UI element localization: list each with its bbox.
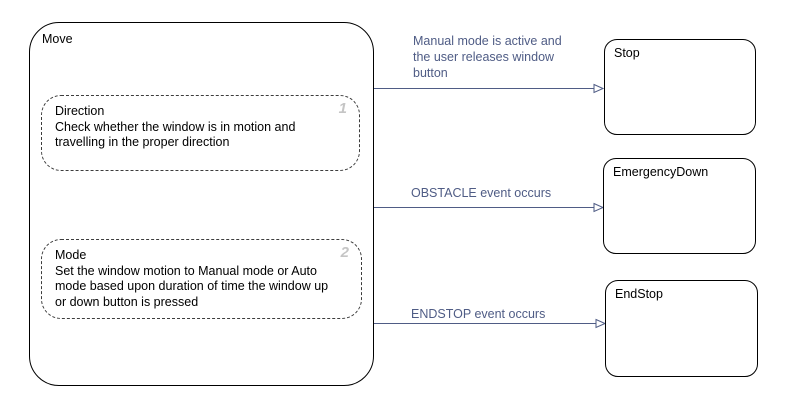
transition-label-endstop[interactable]: ENDSTOP event occurs bbox=[411, 307, 546, 321]
transition-arrow-move-to-endstop[interactable] bbox=[374, 318, 607, 329]
state-endstop-title: EndStop bbox=[615, 287, 663, 301]
transition-label-manual-release[interactable]: Manual mode is active and the user relea… bbox=[413, 34, 562, 80]
substate-direction[interactable]: Direction Check whether the window is in… bbox=[41, 95, 360, 171]
state-emergencydown[interactable]: EmergencyDown bbox=[603, 158, 756, 254]
substate-direction-title: Direction bbox=[55, 104, 105, 118]
transition-arrow-move-to-stop[interactable] bbox=[374, 83, 605, 94]
substate-mode[interactable]: Mode Set the window motion to Manual mod… bbox=[41, 239, 362, 319]
substate-mode-description: Set the window motion to Manual mode or … bbox=[55, 263, 329, 309]
state-move-title: Move bbox=[42, 32, 73, 46]
substate-mode-order-badge: 2 bbox=[340, 244, 349, 261]
substate-mode-title: Mode bbox=[55, 248, 87, 262]
substate-mode-content: Mode Set the window motion to Manual mod… bbox=[55, 248, 333, 310]
state-emergencydown-title: EmergencyDown bbox=[613, 165, 709, 179]
transition-label-obstacle[interactable]: OBSTACLE event occurs bbox=[411, 186, 552, 200]
state-stop[interactable]: Stop bbox=[604, 39, 756, 135]
transition-arrow-move-to-emergencydown[interactable] bbox=[374, 202, 605, 213]
state-move[interactable]: Move Direction Check whether the window … bbox=[29, 22, 374, 386]
state-stop-title: Stop bbox=[614, 46, 640, 60]
substate-direction-description: Check whether the window is in motion an… bbox=[55, 119, 296, 150]
state-endstop[interactable]: EndStop bbox=[605, 280, 758, 377]
substate-direction-content: Direction Check whether the window is in… bbox=[55, 104, 310, 151]
substate-direction-order-badge: 1 bbox=[338, 100, 347, 117]
